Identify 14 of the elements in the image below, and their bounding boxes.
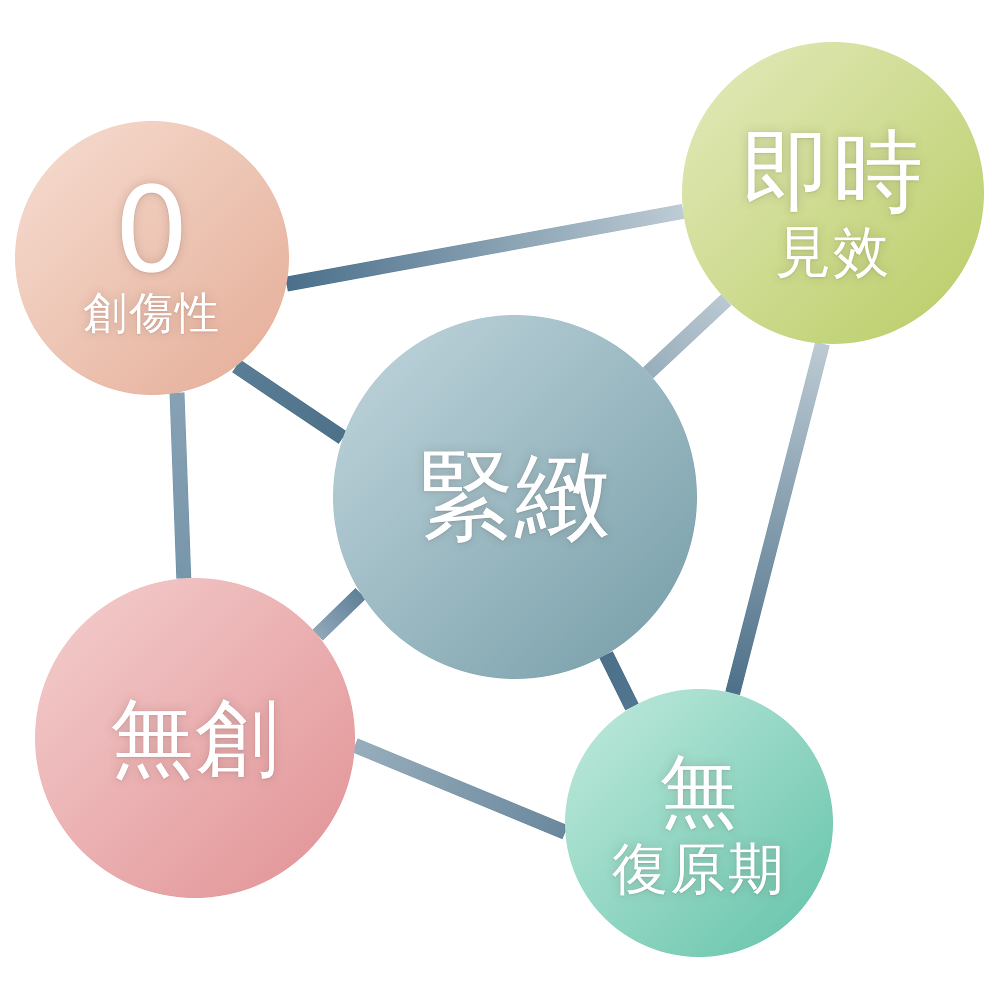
connector-line (312, 588, 366, 641)
node-subtitle: 見效 (775, 223, 891, 284)
node-title: 緊緻 (418, 445, 612, 549)
connector-line (642, 294, 732, 378)
node-title: 即時 (742, 124, 924, 222)
connector-line (599, 651, 639, 710)
connector-line (232, 360, 348, 444)
node-title: 0 (114, 174, 190, 286)
node-subtitle: 復原期 (612, 840, 786, 900)
connector-line (285, 204, 684, 292)
node-title: 無創 (110, 692, 280, 784)
connector-line (170, 392, 192, 579)
node-title: 無 (660, 750, 738, 834)
node-subtitle: 創傷性 (83, 290, 221, 338)
